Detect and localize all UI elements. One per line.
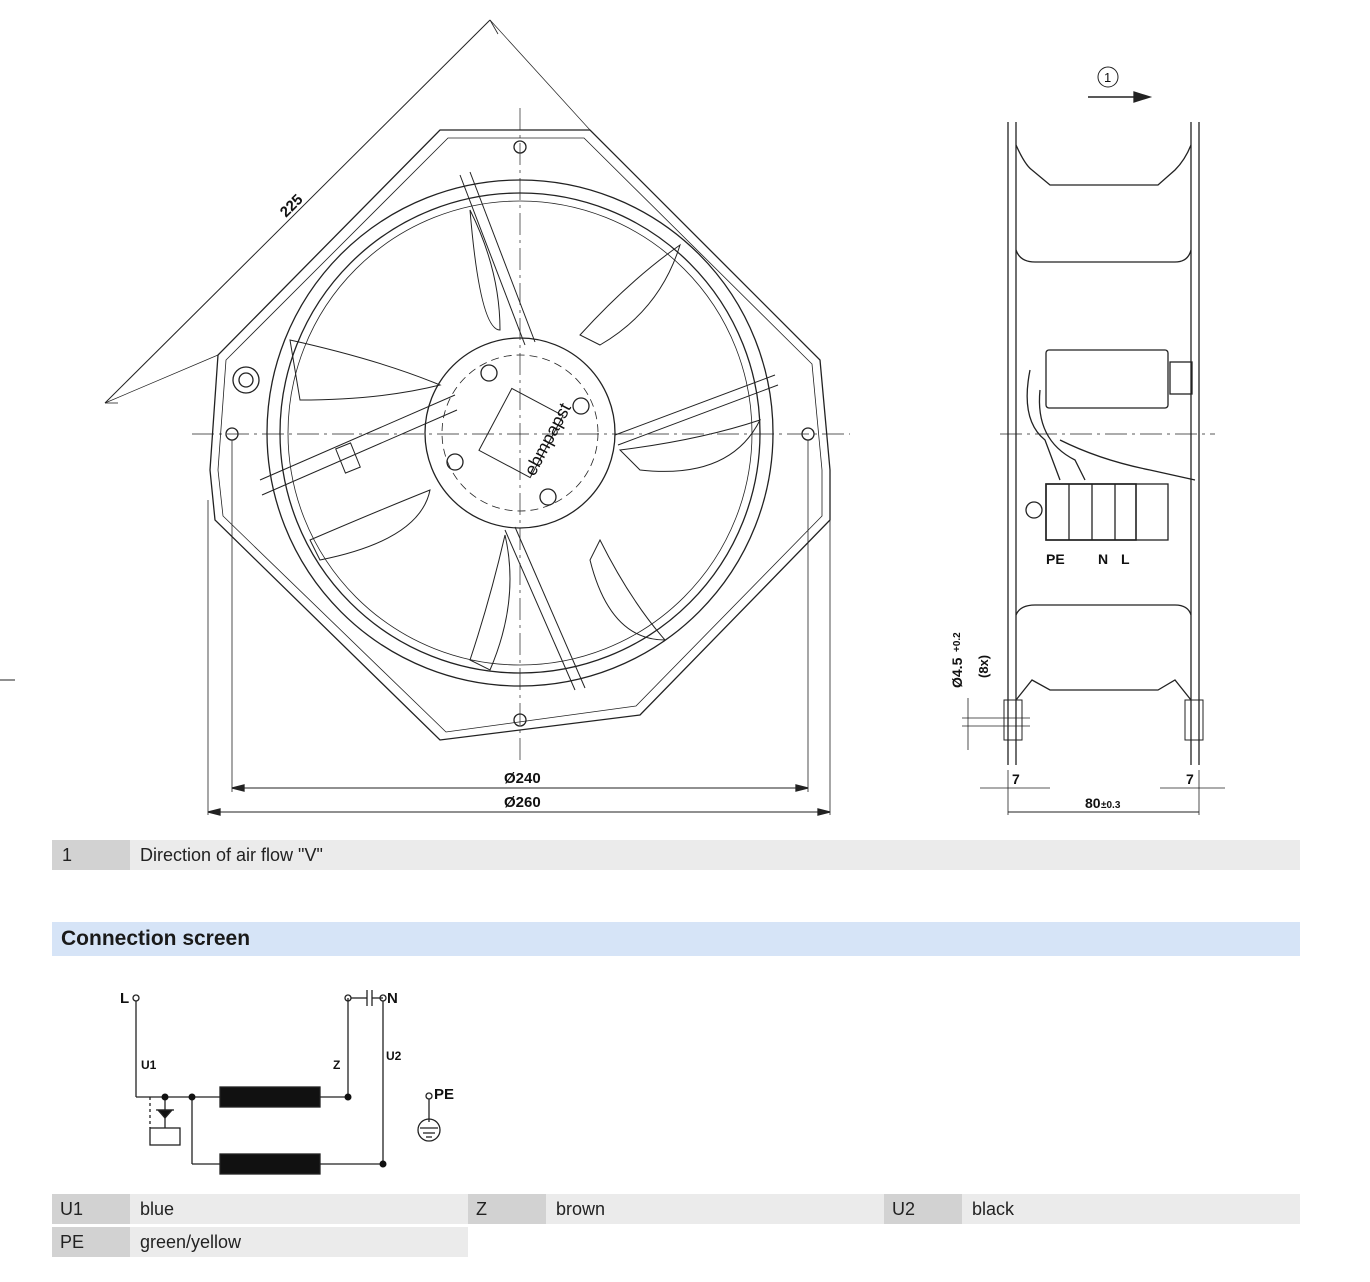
depth-tol-label: ±0.3 <box>1101 800 1121 811</box>
wire-code: Z <box>468 1194 546 1224</box>
hole-count-label: (8x) <box>976 655 991 678</box>
schematic-label-l: L <box>120 990 129 1007</box>
legend-value: Direction of air flow "V" <box>130 840 1300 870</box>
schematic-label-z: Z <box>333 1058 340 1072</box>
hole-dim-label: Ø4.5 <box>949 657 965 688</box>
square-dim-label: 225 <box>277 191 307 221</box>
technical-drawing: 225 Ø240 Ø260 ebmpapst 1 Ø4.5 +0.2 (8x) … <box>0 19 1225 816</box>
dia-240-label: Ø240 <box>504 770 541 787</box>
legend-row: 1 Direction of air flow "V" <box>52 840 1300 870</box>
wire-color: blue <box>130 1194 468 1224</box>
terminal-pe-label: PE <box>1046 551 1065 567</box>
schematic-label-pe: PE <box>434 1086 454 1103</box>
dim-right-label: 7 <box>1186 771 1194 787</box>
schematic-label-n: N <box>387 990 398 1007</box>
wire-row-2: PE green/yellow <box>52 1227 1300 1257</box>
dia-260-label: Ø260 <box>504 794 541 811</box>
depth-label: 80 <box>1085 795 1101 811</box>
front-view <box>104 19 850 816</box>
airflow-marker: 1 <box>1104 70 1111 85</box>
terminal-n-label: N <box>1098 551 1108 567</box>
wire-row-1: U1 blue Z brown U2 black <box>52 1194 1300 1224</box>
wire-code: U1 <box>52 1194 130 1224</box>
dim-left-label: 7 <box>1012 771 1020 787</box>
terminal-l-label: L <box>1121 551 1130 567</box>
wire-code: U2 <box>884 1194 962 1224</box>
legend-key: 1 <box>52 840 130 870</box>
hole-tol-label: +0.2 <box>952 632 963 652</box>
schematic-label-u1: U1 <box>141 1058 157 1072</box>
wire-color: brown <box>546 1194 884 1224</box>
wire-color: green/yellow <box>130 1227 468 1257</box>
wire-code: PE <box>52 1227 130 1257</box>
side-view <box>962 66 1225 815</box>
schematic-label-u2: U2 <box>386 1049 402 1063</box>
section-title: Connection screen <box>52 922 1300 956</box>
wire-color: black <box>962 1194 1300 1224</box>
brand-label: ebmpapst <box>520 400 575 479</box>
